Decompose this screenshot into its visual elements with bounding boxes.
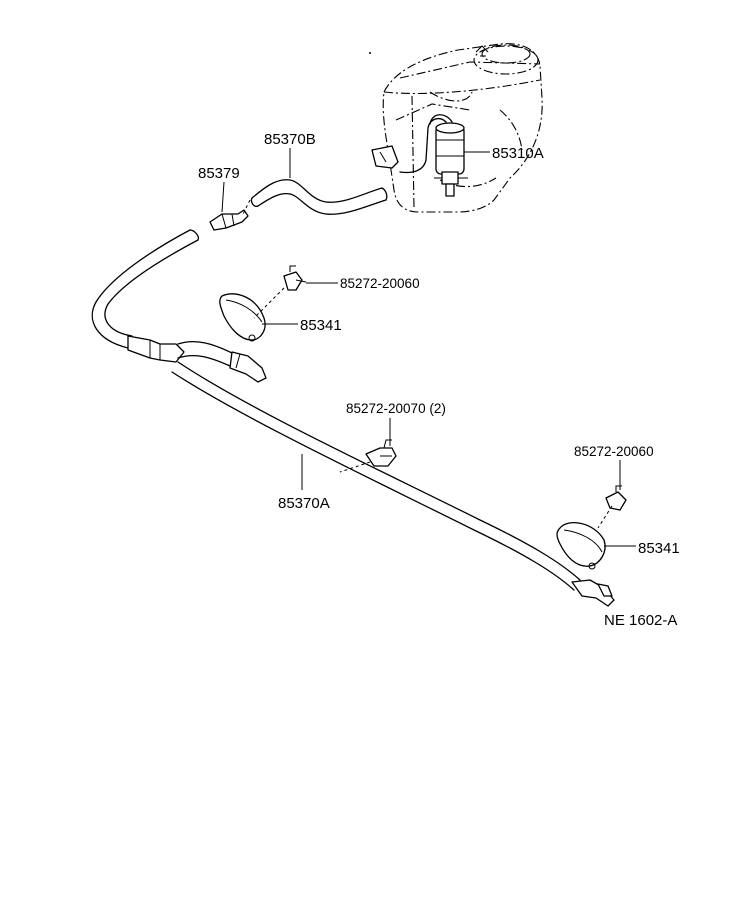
connector-dashline: [241, 199, 251, 217]
dot-mark: [369, 52, 371, 54]
hose-loop-left: [91, 229, 200, 349]
clip-upper-dashline: [253, 287, 285, 319]
label-tank-pump: 85310A: [492, 145, 544, 162]
clip-upper: [283, 265, 307, 291]
t-fitting: [127, 335, 185, 363]
label-clip-right: 85272-20060: [574, 444, 654, 459]
label-connector: 85379: [198, 165, 240, 182]
hose-upper: [250, 179, 388, 215]
clip-middle: [365, 439, 397, 467]
washer-pump: [371, 114, 468, 197]
nozzle-right: [556, 522, 606, 570]
hose-left-nozzle: [177, 340, 267, 383]
label-clip-middle: 85272-20070 (2): [346, 401, 446, 416]
label-hose-upper: 85370B: [264, 131, 316, 148]
hose-main: [171, 361, 615, 607]
label-nozzle-right: 85341: [638, 540, 680, 557]
connector-85379: [209, 209, 249, 231]
figure-code: NE 1602-A: [604, 612, 677, 629]
clip-right-dashline: [597, 505, 613, 529]
clip-middle-dashline: [339, 461, 371, 473]
label-hose-main: 85370A: [278, 495, 330, 512]
label-nozzle-left: 85341: [300, 317, 342, 334]
clip-right: [605, 485, 627, 511]
label-clip-upper: 85272-20060: [340, 276, 420, 291]
leader-85379: [221, 181, 225, 213]
nozzle-left: [219, 293, 266, 342]
